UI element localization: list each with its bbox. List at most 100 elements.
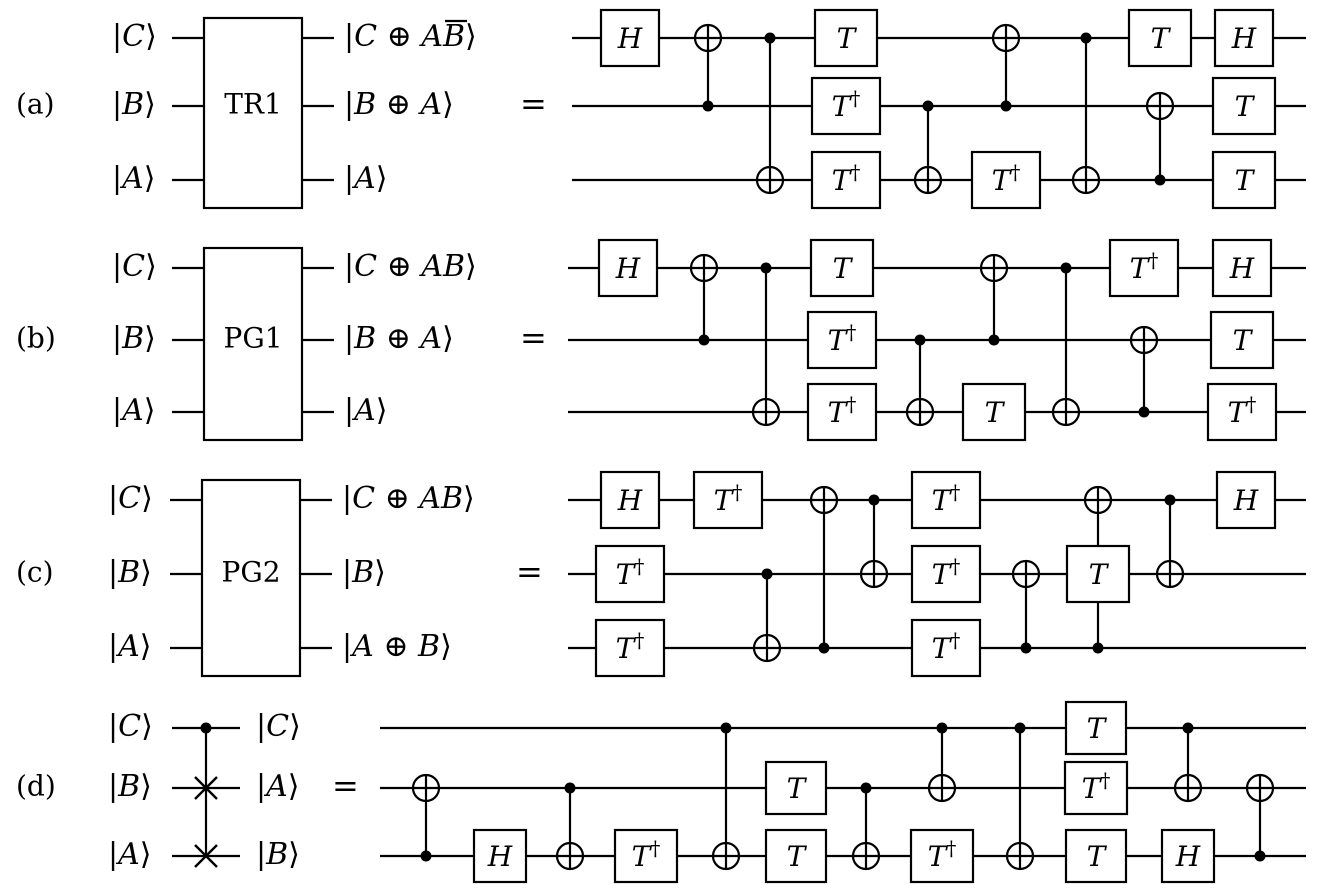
- control-dot: [1014, 722, 1026, 734]
- gate-box: [1211, 238, 1273, 298]
- gate-label: H: [1229, 252, 1255, 285]
- gate-box: [613, 828, 679, 884]
- gate-box: [1206, 382, 1278, 442]
- control-dot: [764, 32, 776, 44]
- gate-label: T†: [932, 628, 961, 665]
- control-dot: [922, 100, 934, 112]
- gate-box: [1063, 760, 1129, 816]
- panel-label: (b): [16, 322, 56, 355]
- block-gate: [202, 246, 304, 442]
- output-ket: |C⟩: [256, 709, 301, 744]
- gate-box: [970, 150, 1042, 210]
- gate-box: [764, 828, 828, 884]
- gate-box: [1127, 8, 1193, 68]
- gate-box: [1064, 828, 1128, 884]
- output-ket: |B⟩: [342, 555, 386, 590]
- output-ket: |C ⊕ AB⟩: [342, 481, 475, 516]
- block-gate-label: TR1: [224, 88, 282, 121]
- control-dot: [1164, 494, 1176, 506]
- control-dot: [761, 568, 773, 580]
- control-dot: [200, 722, 212, 734]
- gate-label: T†: [992, 160, 1021, 197]
- gate-box: [597, 238, 659, 298]
- gate-box: [1209, 310, 1275, 370]
- control-dot: [1020, 642, 1032, 654]
- panel-label: (a): [16, 88, 55, 121]
- gate-box: [594, 544, 666, 604]
- control-dot: [988, 334, 1000, 346]
- gate-box: [1215, 470, 1277, 530]
- gate-box: [764, 760, 828, 816]
- gate-box: [910, 470, 982, 530]
- gate-box: [810, 76, 882, 136]
- gate-label: H: [617, 484, 643, 517]
- input-ket: |B⟩: [112, 321, 156, 356]
- gate-box: [599, 8, 661, 68]
- gate-label: T†: [828, 392, 857, 429]
- gate-box: [909, 828, 975, 884]
- output-ket: |A ⊕ B⟩: [342, 629, 452, 664]
- gate-label: T: [1087, 840, 1108, 873]
- output-ket: |C ⊕ AB⟩: [344, 249, 477, 284]
- panel-label: (c): [16, 556, 54, 589]
- gate-label: T: [833, 252, 854, 285]
- gate-box: [1211, 150, 1277, 210]
- gate-label: H: [1231, 22, 1257, 55]
- gate-box: [910, 618, 982, 678]
- control-dot: [860, 782, 872, 794]
- gate-label: T: [1087, 712, 1108, 745]
- gate-label: T: [985, 396, 1006, 429]
- control-dot: [1138, 406, 1150, 418]
- input-ket: |A⟩: [108, 837, 152, 872]
- gate-label: T: [837, 22, 858, 55]
- output-ket: |B ⊕ A⟩: [344, 87, 454, 122]
- input-ket: |B⟩: [108, 769, 152, 804]
- gate-box: [809, 238, 875, 298]
- gate-box: [1065, 544, 1131, 604]
- control-dot: [1060, 262, 1072, 274]
- equals-sign: =: [332, 767, 359, 805]
- output-ket: |B ⊕ A⟩: [344, 321, 454, 356]
- equals-sign: =: [520, 85, 547, 123]
- gate-label: T†: [832, 86, 861, 123]
- gate-box: [910, 544, 982, 604]
- control-dot: [564, 782, 576, 794]
- gate-label: H: [1233, 484, 1259, 517]
- output-ket: |C ⊕ AB⟩: [344, 19, 477, 54]
- output-ket: |A⟩: [344, 161, 388, 196]
- block-gate: [202, 16, 304, 210]
- gate-label: T: [787, 840, 808, 873]
- gate-box: [806, 310, 878, 370]
- gate-label: T†: [1082, 768, 1111, 805]
- input-ket: |B⟩: [112, 87, 156, 122]
- swap-cross: [194, 776, 218, 800]
- gate-label: T†: [1130, 248, 1159, 285]
- control-dot: [1154, 174, 1166, 186]
- gate-label: T†: [832, 160, 861, 197]
- gate-label: T†: [616, 554, 645, 591]
- gate-box: [599, 470, 661, 530]
- control-dot: [868, 494, 880, 506]
- control-dot: [1182, 722, 1194, 734]
- gate-box: [1211, 76, 1277, 136]
- gate-label: H: [487, 840, 513, 873]
- block-gate-label: PG2: [221, 556, 280, 589]
- gate-box: [472, 828, 528, 884]
- gate-label: T: [1235, 164, 1256, 197]
- gate-box: [1160, 828, 1216, 884]
- gate-label: T†: [1228, 392, 1257, 429]
- input-ket: |A⟩: [112, 161, 156, 196]
- control-dot: [720, 722, 732, 734]
- control-dot: [818, 642, 830, 654]
- gate-box: [692, 470, 764, 530]
- gate-box: [1108, 238, 1180, 298]
- gate-label: T†: [932, 554, 961, 591]
- control-dot: [1092, 642, 1104, 654]
- gate-box: [961, 382, 1027, 442]
- control-dot: [936, 722, 948, 734]
- control-dot: [1000, 100, 1012, 112]
- input-ket: |C⟩: [108, 709, 153, 744]
- panel-c: (c)|C⟩|B⟩|A⟩PG2|C ⊕ AB⟩|B⟩|A ⊕ B⟩=HT†T†T…: [16, 470, 1306, 678]
- control-dot: [1254, 850, 1266, 862]
